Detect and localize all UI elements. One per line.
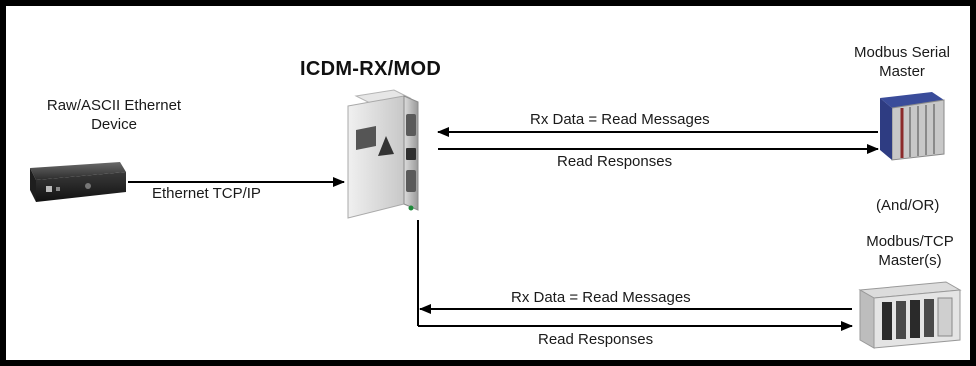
tcp-master-label-line2: Master(s) xyxy=(878,252,942,269)
left-device-label-line1: Raw/ASCII Ethernet xyxy=(46,97,182,114)
serial-response-label: Read Responses xyxy=(557,153,673,170)
connection-lines xyxy=(128,127,879,331)
serial-master-label-line1: Modbus Serial xyxy=(854,44,950,61)
tcp-master-label-line1: Modbus/TCP xyxy=(866,233,954,250)
serial-master-image xyxy=(880,92,945,161)
tcp-master-image xyxy=(858,281,962,349)
and-or-label: (And/OR) xyxy=(876,197,940,214)
device-title: ICDM-RX/MOD xyxy=(300,58,442,80)
tcp-response-label: Read Responses xyxy=(538,331,654,348)
serial-request-label: Rx Data = Read Messages xyxy=(530,111,710,128)
icdm-device-image xyxy=(347,89,419,219)
left-device-label-line2: Device xyxy=(91,116,137,133)
ethernet-link-label: Ethernet TCP/IP xyxy=(152,185,261,202)
ethernet-device-image xyxy=(30,162,126,202)
tcp-request-label: Rx Data = Read Messages xyxy=(511,289,691,306)
serial-master-label-line2: Master xyxy=(879,63,925,80)
